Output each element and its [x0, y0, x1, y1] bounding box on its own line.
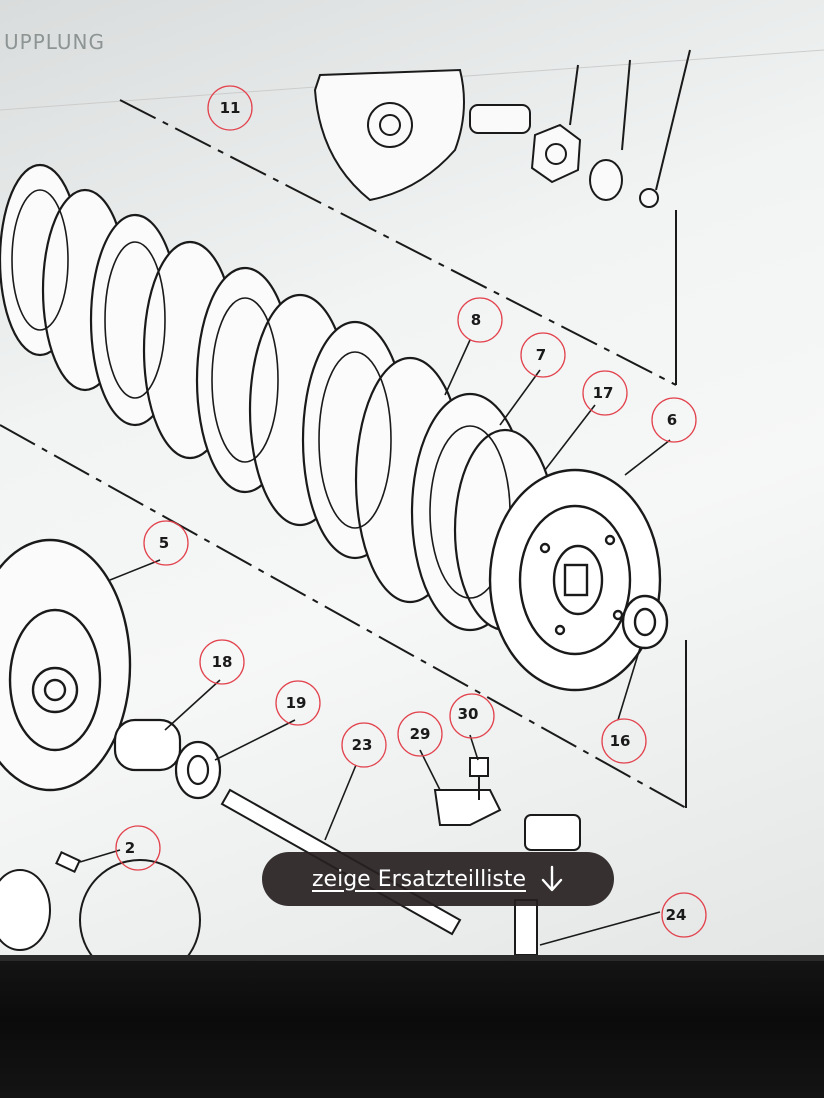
callout-11: 11: [220, 99, 241, 117]
bushing: [113, 718, 182, 772]
gear-assembly-top: [313, 49, 691, 208]
callout-30: 30: [458, 705, 479, 723]
callout-16: 16: [610, 732, 631, 750]
cable-holder: [524, 814, 581, 851]
show-parts-list-button[interactable]: zeige Ersatzteilliste: [262, 852, 614, 906]
section-title: UPPLUNG: [4, 30, 106, 54]
monitor-bezel: [0, 955, 824, 1098]
callout-7: 7: [536, 346, 546, 364]
callout-19: 19: [286, 694, 307, 712]
callout-29: 29: [410, 725, 431, 743]
callout-24: 24: [666, 906, 687, 924]
clutch-basket: [0, 538, 132, 792]
callout-6: 6: [667, 411, 677, 429]
washer: [621, 594, 669, 650]
show-parts-list-label: zeige Ersatzteilliste: [312, 866, 526, 892]
callout-18: 18: [212, 653, 233, 671]
monitor-bezel-rim: [0, 955, 824, 961]
arrow-down-icon: [541, 865, 563, 892]
clutch-lever: [433, 789, 502, 826]
shaft-part: [514, 899, 538, 955]
pressure-plate: [488, 468, 662, 692]
callout-5: 5: [159, 534, 169, 552]
browser-viewport: UPPLUNG: [0, 0, 824, 955]
callout-2: 2: [125, 839, 135, 857]
callout-8: 8: [471, 311, 481, 329]
callout-23: 23: [352, 736, 373, 754]
screw-head: [469, 757, 489, 777]
callout-17: 17: [593, 384, 614, 402]
exploded-parts-diagram: 11 8 7 17 6 5 18 19 30 23 29 16 2 24: [0, 49, 824, 955]
